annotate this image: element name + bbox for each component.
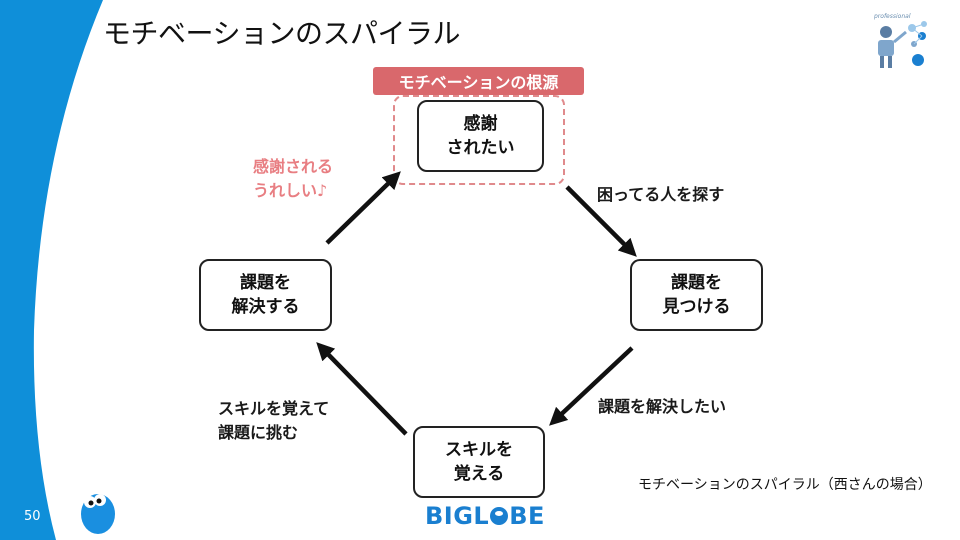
- biglobe-logo: BIGL BE: [425, 502, 545, 530]
- logo-text-part1: BIGL: [425, 502, 490, 530]
- page-number: 50: [24, 509, 41, 524]
- logo-text-part2: BE: [509, 502, 545, 530]
- professional-icon: professional: [873, 13, 927, 68]
- edge-label-want-solve: 課題を解決したい: [598, 395, 726, 419]
- edge-label-line: うれしい♪: [253, 181, 328, 200]
- page-title: モチベーションのスパイラル: [103, 17, 460, 50]
- node-line: 覚える: [453, 464, 505, 484]
- node-find-issue: 課題を 見つける: [630, 259, 763, 331]
- edge-label-line: スキルを覚えて: [218, 399, 330, 418]
- edge-label-find-people: 困ってる人を探す: [597, 183, 724, 207]
- node-line: 見つける: [662, 297, 731, 317]
- logo-o-icon: [490, 507, 509, 525]
- edge-label-learn-challenge: スキルを覚えて 課題に挑む: [218, 397, 329, 445]
- node-line: 感謝: [463, 114, 498, 134]
- edge-label-line: 困ってる人を探す: [597, 185, 725, 204]
- edge-label-line: 課題を解決したい: [598, 397, 727, 416]
- node-line: 課題を: [671, 273, 722, 293]
- node-solve-issue: 課題を 解決する: [199, 259, 332, 331]
- motivation-root-label: モチベーションの根源: [373, 67, 584, 95]
- motivation-root-frame: [393, 95, 565, 185]
- node-learn-skill: スキルを 覚える: [413, 426, 545, 498]
- node-line: 解決する: [231, 297, 300, 317]
- svg-text:professional: professional: [873, 13, 911, 20]
- mascot-icon: [81, 494, 115, 534]
- edge-label-line: 課題に挑む: [218, 423, 299, 442]
- node-gratitude: 感謝 されたい: [417, 100, 544, 172]
- node-line: スキルを: [445, 440, 513, 460]
- node-line: されたい: [446, 138, 515, 158]
- edge-label-happy-thanks: 感謝される うれしい♪: [253, 155, 333, 203]
- figure-caption: モチベーションのスパイラル（西さんの場合）: [638, 477, 932, 493]
- edge-label-line: 感謝される: [253, 157, 334, 176]
- node-line: 課題を: [240, 273, 291, 293]
